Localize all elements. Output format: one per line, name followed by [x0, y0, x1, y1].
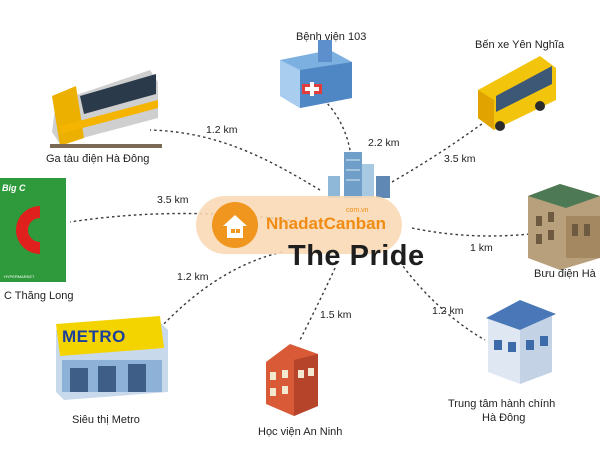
line-bigc: [69, 212, 291, 223]
label-post-office: Bưu điện Hà: [534, 268, 596, 280]
bigc-logo-text: Big C: [2, 183, 26, 193]
label-admin-center-line1: Trung tâm hành chính: [448, 398, 556, 410]
distance-post-office: 1 km: [470, 242, 493, 254]
label-train-station: Ga tàu điện Hà Đông: [46, 153, 150, 165]
metro-store-icon: [56, 316, 168, 400]
distance-metro: 1.2 km: [177, 271, 209, 283]
bigc-logo-subtext: HYPERMARKET: [4, 274, 35, 279]
watermark-brand: NhadatCanban: [266, 214, 386, 233]
bus-icon: [478, 56, 556, 131]
label-metro: Siêu thị Metro: [72, 414, 140, 426]
house-icon: [212, 202, 258, 248]
watermark-domain: com.vn: [346, 207, 369, 214]
line-post: [411, 227, 531, 237]
post-office-icon: [528, 184, 600, 270]
label-bus-station: Bến xe Yên Nghĩa: [475, 39, 565, 51]
line-bus: [391, 117, 491, 183]
line-admin: [399, 261, 486, 341]
distance-train-station: 1.2 km: [206, 124, 238, 136]
train-icon: [50, 70, 162, 148]
center-buildings-icon: [328, 152, 390, 198]
admin-center-icon: [486, 300, 556, 384]
project-title: The Pride: [288, 240, 425, 272]
distance-academy: 1.5 km: [320, 309, 352, 321]
label-admin-center-line2: Hà Đông: [482, 412, 526, 424]
hospital-icon: [280, 40, 352, 108]
distance-admin-center: 1.2 km: [432, 305, 464, 317]
distance-bus-station: 3.5 km: [444, 153, 476, 165]
metro-logo-text: METRO: [62, 327, 126, 346]
academy-icon: [266, 344, 318, 416]
line-train: [149, 129, 321, 191]
line-metro: [159, 251, 283, 329]
label-hospital: Bệnh viện 103: [296, 31, 367, 43]
watermark: com.vn NhadatCanban: [196, 196, 402, 254]
bigc-logo-icon: [0, 178, 66, 282]
label-bigc: C Thăng Long: [4, 290, 74, 302]
distance-hospital: 2.2 km: [368, 137, 400, 149]
distance-bigc: 3.5 km: [157, 194, 189, 206]
line-academy: [299, 267, 336, 341]
label-academy: Học viện An Ninh: [258, 426, 343, 438]
